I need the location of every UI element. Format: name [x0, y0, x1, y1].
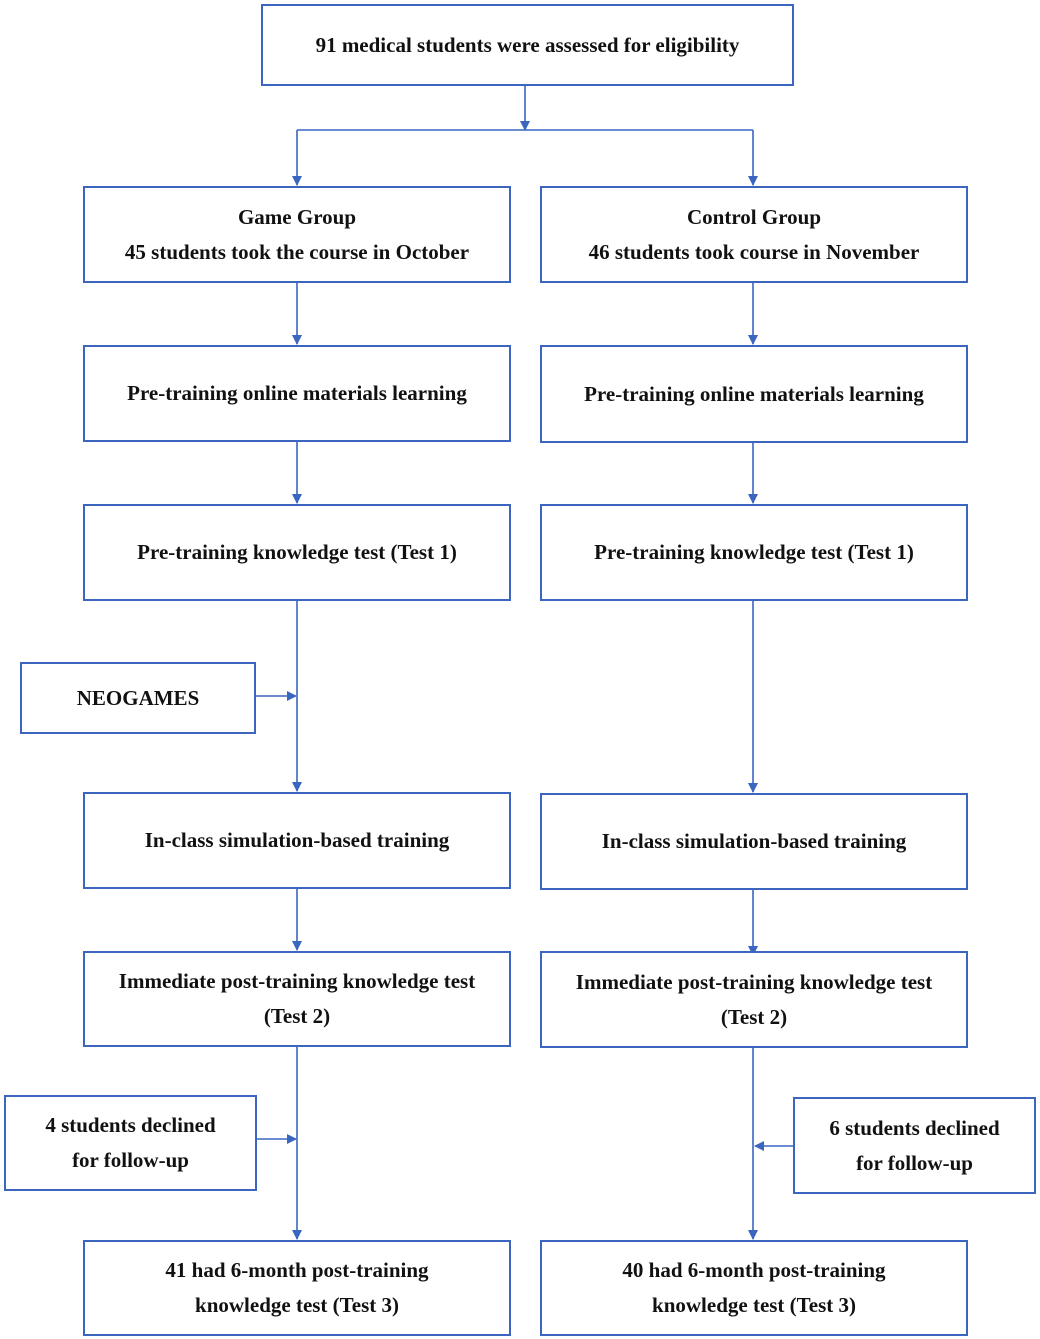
- eligibility-box: 91 medical students were assessed for el…: [261, 4, 794, 86]
- game-simulation-text: In-class simulation-based training: [144, 828, 450, 852]
- game-simulation-box: In-class simulation-based training: [83, 792, 511, 889]
- control-pre-materials-text: Pre-training online materials learning: [584, 381, 924, 406]
- game-post-test-line1: Immediate post-training knowledge test: [118, 969, 476, 993]
- game-post-test-box: Immediate post-training knowledge test (…: [83, 951, 511, 1047]
- control-followup-line2: knowledge test (Test 3): [652, 1293, 856, 1317]
- game-pre-test-text: Pre-training knowledge test (Test 1): [137, 540, 457, 564]
- control-simulation-box: In-class simulation-based training: [540, 793, 968, 890]
- control-post-test-line2: (Test 2): [720, 1004, 788, 1029]
- control-group-title: Control Group: [687, 204, 821, 229]
- game-followup-line1: 41 had 6-month post-training: [165, 1258, 429, 1282]
- game-post-test-line2: (Test 2): [263, 1004, 331, 1028]
- control-post-test-box: Immediate post-training knowledge test (…: [540, 951, 968, 1048]
- control-group-box: Control Group 46 students took course in…: [540, 186, 968, 283]
- game-followup-box: 41 had 6-month post-training knowledge t…: [83, 1240, 511, 1336]
- game-followup-line2: knowledge test (Test 3): [195, 1293, 399, 1317]
- control-followup-line1: 40 had 6-month post-training: [622, 1258, 886, 1282]
- game-group-box: Game Group 45 students took the course i…: [83, 186, 511, 283]
- neogames-box: NEOGAMES: [20, 662, 256, 734]
- game-group-detail: 45 students took the course in October: [124, 239, 470, 264]
- control-simulation-text: In-class simulation-based training: [601, 829, 907, 853]
- control-pre-test-box: Pre-training knowledge test (Test 1): [540, 504, 968, 601]
- control-followup-box: 40 had 6-month post-training knowledge t…: [540, 1240, 968, 1336]
- game-declined-line1: 4 students declined: [45, 1113, 216, 1137]
- control-pre-materials-box: Pre-training online materials learning: [540, 345, 968, 443]
- game-declined-line2: for follow-up: [72, 1148, 189, 1172]
- game-pre-materials-box: Pre-training online materials learning: [83, 345, 511, 442]
- game-pre-test-box: Pre-training knowledge test (Test 1): [83, 504, 511, 601]
- game-group-title: Game Group: [237, 204, 357, 229]
- control-declined-line2: for follow-up: [856, 1150, 973, 1175]
- control-pre-test-text: Pre-training knowledge test (Test 1): [594, 540, 914, 564]
- control-declined-line1: 6 students declined: [829, 1115, 1000, 1140]
- control-declined-box: 6 students declined for follow-up: [793, 1097, 1036, 1194]
- game-pre-materials-text: Pre-training online materials learning: [127, 381, 467, 405]
- control-post-test-line1: Immediate post-training knowledge test: [575, 969, 933, 994]
- control-group-detail: 46 students took course in November: [588, 239, 920, 264]
- eligibility-text: 91 medical students were assessed for el…: [315, 32, 740, 57]
- game-declined-box: 4 students declined for follow-up: [4, 1095, 257, 1191]
- neogames-text: NEOGAMES: [76, 685, 200, 710]
